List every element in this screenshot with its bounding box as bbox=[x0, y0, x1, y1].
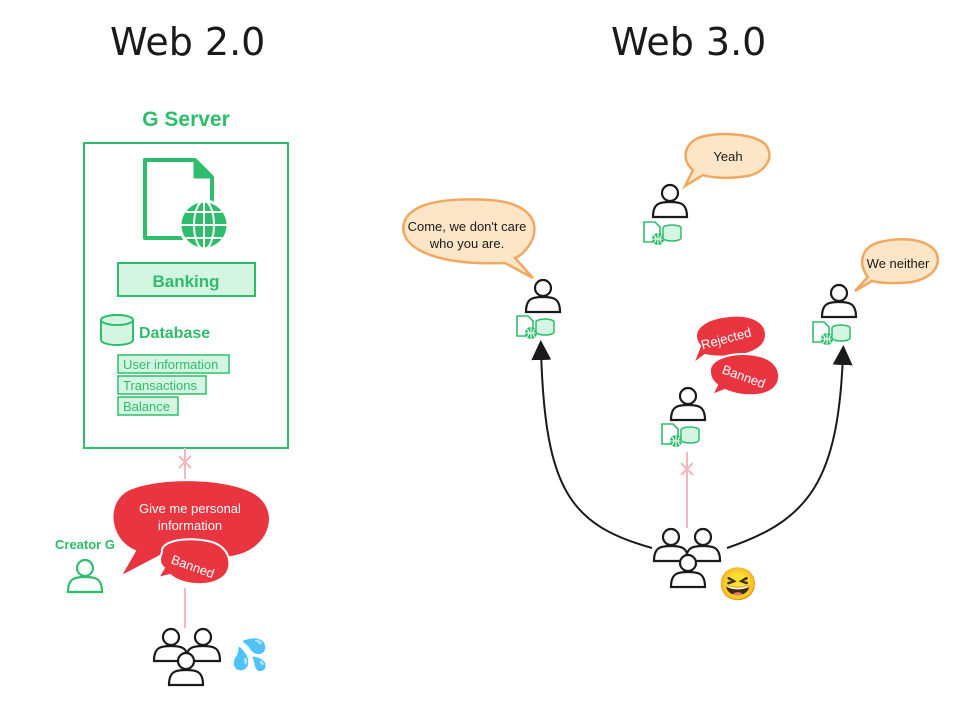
peer-node-icons-middle bbox=[661, 423, 700, 448]
speech-bubble-yeah: Yeah bbox=[681, 132, 771, 190]
db-field-box bbox=[117, 375, 207, 395]
db-field-balance: Balance bbox=[123, 399, 170, 414]
banking-box bbox=[117, 262, 256, 297]
database-label: Database bbox=[139, 325, 210, 342]
neither-label: We neither bbox=[867, 256, 930, 271]
creator-label: Creator G bbox=[55, 537, 115, 552]
peer-node-icons-top bbox=[643, 221, 682, 246]
peer-person-icon-top bbox=[651, 183, 689, 219]
peer-person-icon-left bbox=[524, 278, 562, 314]
users-group-icon-right bbox=[652, 527, 722, 589]
db-field-transactions: Transactions bbox=[123, 378, 197, 393]
peer-node-icons-right bbox=[812, 321, 851, 346]
arrow-to-left-peer bbox=[531, 340, 653, 549]
web3-title: Web 3.0 bbox=[611, 20, 767, 64]
web-document-icon bbox=[143, 158, 230, 251]
database-icon bbox=[100, 314, 134, 346]
db-field-box bbox=[117, 396, 179, 416]
rejected-bubble: Rejected bbox=[690, 314, 768, 367]
banking-label: Banking bbox=[152, 272, 219, 291]
creator-person-icon bbox=[66, 558, 104, 594]
users-group-icon bbox=[152, 627, 222, 687]
db-field-user-information: User information bbox=[123, 357, 218, 372]
peer-person-icon-right bbox=[820, 283, 858, 319]
peer-node-icons-left bbox=[516, 315, 555, 340]
banned-bubble-right: Banned bbox=[708, 352, 781, 397]
yeah-label: Yeah bbox=[713, 149, 742, 164]
laughing-emoji: 😆 bbox=[718, 566, 758, 602]
cross-icon bbox=[178, 455, 192, 469]
speech-demand-line1: Give me personal bbox=[139, 501, 241, 516]
peer-person-icon-middle bbox=[669, 386, 707, 422]
arrow-to-right-peer bbox=[726, 345, 853, 549]
cross-icon-middle bbox=[680, 462, 694, 476]
sweat-emoji: 💦 bbox=[231, 635, 268, 673]
db-field-box bbox=[117, 354, 230, 374]
speech-bubble-neither: We neither bbox=[854, 238, 939, 293]
g-server-title: G Server bbox=[142, 108, 230, 131]
speech-bubble-come: Come, we don't care who you are. bbox=[402, 198, 536, 280]
banned-bubble-left: Banned bbox=[155, 538, 231, 586]
come-line1: Come, we don't care bbox=[408, 219, 527, 234]
web2-title: Web 2.0 bbox=[110, 20, 266, 64]
come-line2: who you are. bbox=[429, 236, 504, 251]
speech-demand-line2: information bbox=[158, 518, 222, 533]
